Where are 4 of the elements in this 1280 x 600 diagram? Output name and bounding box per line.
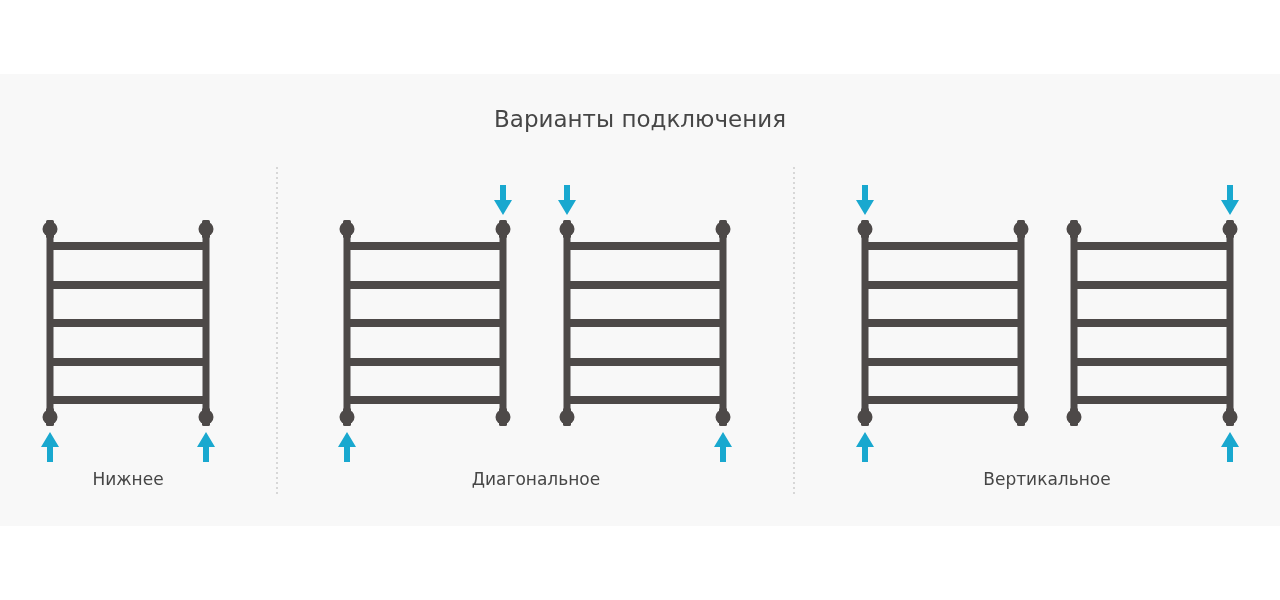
variant-label: Нижнее <box>92 469 164 489</box>
variant-label: Диагональное <box>471 469 601 489</box>
variant-label: Вертикальное <box>983 469 1111 489</box>
diagram-title: Варианты подключения <box>493 106 787 132</box>
